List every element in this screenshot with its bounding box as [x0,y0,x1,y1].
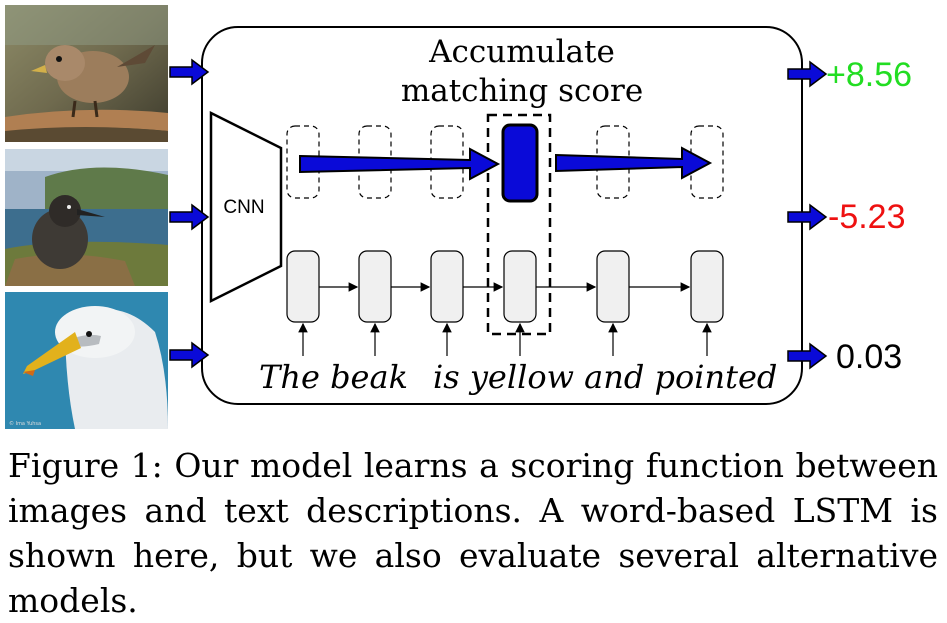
cnn-label: CNN [223,197,264,218]
figure-caption: Figure 1: Our model learns a scoring fun… [8,446,938,620]
lstm-cell [430,250,464,323]
active-score-cell [501,123,539,203]
score-output-arrow-3 [787,342,828,370]
lstm-cell [596,250,630,323]
image-input-arrow-3 [169,341,210,369]
accumulate-arrow-right [555,146,713,180]
score-value-1: +8.56 [826,56,912,94]
cnn-encoder [209,110,283,304]
timestep-highlight [486,113,552,336]
photo-credit: © Ima Yuhsa [9,420,41,427]
accumulate-title-line2: matching score [401,73,643,109]
score-value-2: -5.23 [828,198,906,236]
model-diagram: Accumulate matching score CNN The beak i… [169,26,912,405]
lstm-cell [690,250,724,323]
sentence-part-2: is yellow and pointed [433,358,777,396]
score-output-arrow-1 [787,60,828,88]
bird-image-1 [5,5,168,142]
image-input-arrow-2 [169,203,210,231]
sentence-part-1: The beak [259,358,408,396]
image-input-arrow-1 [169,58,210,86]
bird-image-3: © Ima Yuhsa [5,292,168,429]
lstm-cell [358,250,392,323]
bird-image-2 [5,149,168,286]
score-value-3: 0.03 [836,338,902,376]
accumulate-arrow-left [299,147,501,181]
lstm-cell [503,250,537,323]
score-output-arrow-2 [787,203,828,231]
accumulate-title-line1: Accumulate [428,34,615,70]
lstm-cell [286,250,320,323]
